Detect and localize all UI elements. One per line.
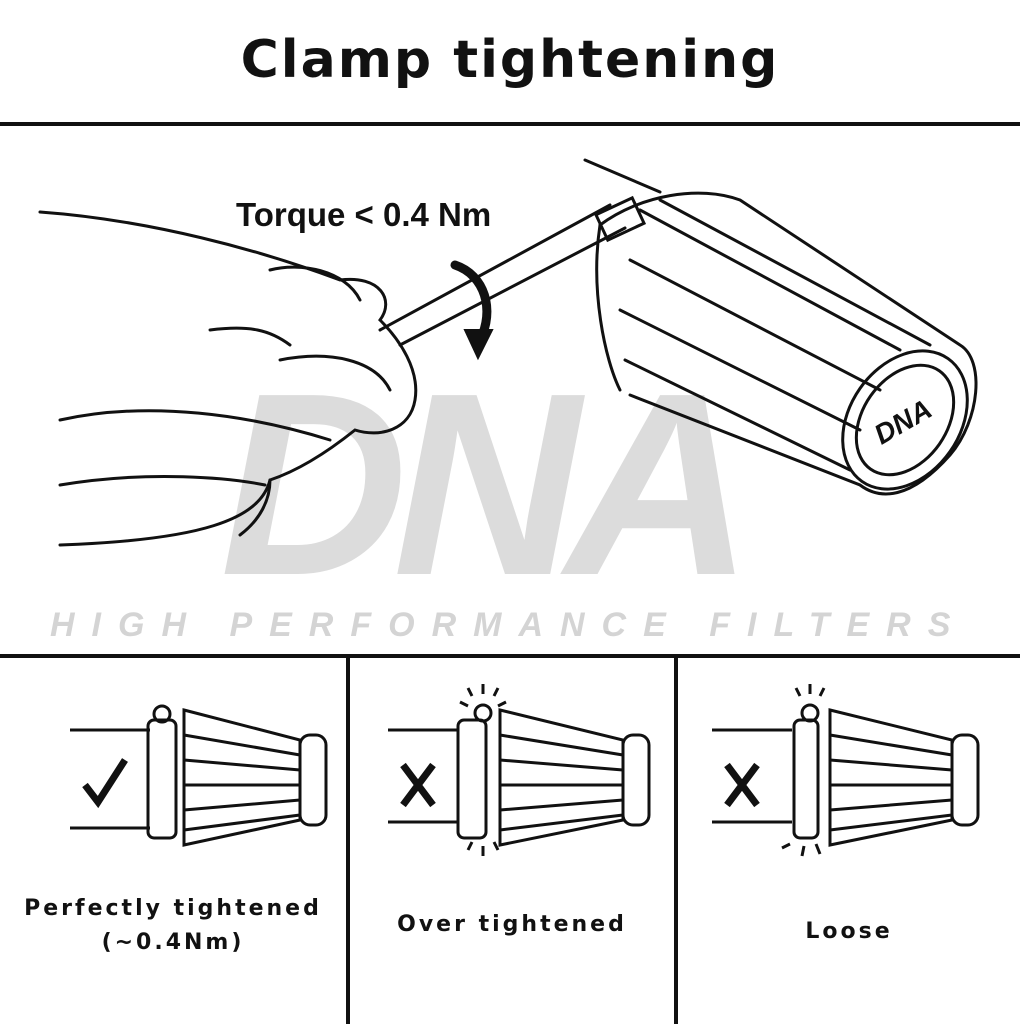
panel-label: Loose	[805, 919, 893, 944]
panel-label: Perfectly tightened(~0.4Nm)	[24, 896, 322, 955]
rotation-arrow-icon	[450, 260, 492, 345]
divider-bottom	[0, 654, 1020, 658]
dna-watermark-logo: DNA	[220, 372, 739, 598]
filter-icon	[70, 704, 328, 847]
filter-icon	[388, 684, 651, 856]
air-filter-icon	[593, 191, 978, 496]
hand-icon	[38, 210, 418, 547]
x-mark-icon	[724, 762, 760, 808]
main-illustration: DNA	[38, 158, 978, 547]
filter-icon	[712, 684, 980, 857]
screwdriver-icon	[378, 158, 662, 347]
torque-label: Torque < 0.4 Nm	[236, 196, 492, 233]
cap-logo: DNA	[869, 393, 937, 450]
panel-over-tightened: Over tightened	[350, 660, 674, 1024]
tagline: HIGH PERFORMANCE FILTERS	[50, 606, 968, 644]
checkmark-icon	[82, 758, 128, 809]
panel-label: Over tightened	[397, 912, 627, 937]
panel-divider	[674, 656, 678, 1024]
panel-loose: Loose	[678, 660, 1020, 1024]
page-title: Clamp tightening	[240, 30, 780, 90]
x-mark-icon	[400, 762, 436, 808]
panel-divider	[346, 656, 350, 1024]
divider-top	[0, 122, 1020, 126]
panel-perfectly-tightened: Perfectly tightened(~0.4Nm)	[0, 660, 346, 1024]
